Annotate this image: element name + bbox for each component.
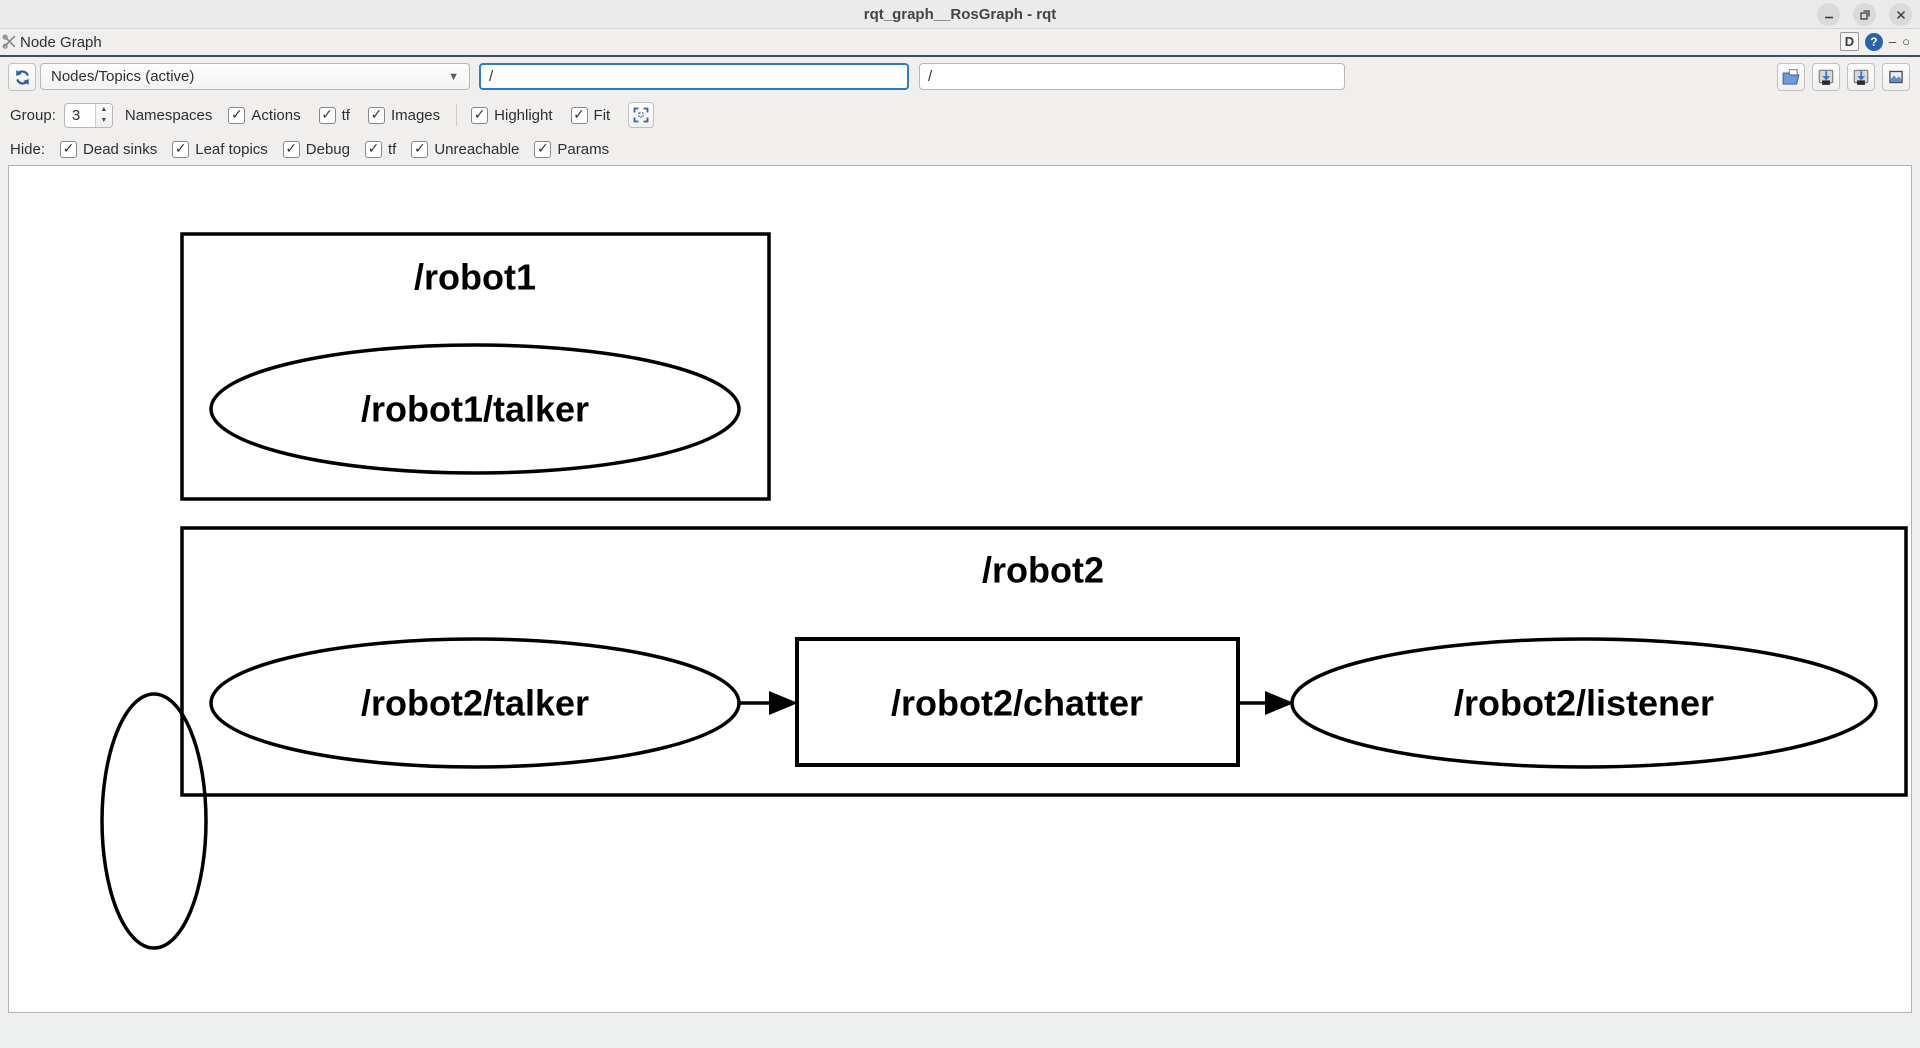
graph-cluster-robot2: /robot2 /robot2/talker /robot2/chatter /… xyxy=(180,526,1908,797)
graph-topic-robot2-chatter xyxy=(795,637,1240,767)
node-label-robot2-listener: /robot2/listener xyxy=(1454,683,1714,724)
graph-node-robot1-talker xyxy=(209,343,741,475)
checkbox-indicator xyxy=(172,140,190,158)
group-value: 3 xyxy=(71,106,81,124)
graph-edge-talker-chatter xyxy=(739,691,798,715)
cluster-label-robot2: /robot2 xyxy=(982,550,1104,591)
node-label-robot2-talker: /robot2/talker xyxy=(361,683,589,724)
checkbox-indicator xyxy=(367,106,385,124)
checkbox-indicator xyxy=(228,106,246,124)
minimize-icon xyxy=(1824,16,1833,18)
chevron-down-icon: ▼ xyxy=(448,70,459,83)
checkbox-debug[interactable]: Debug xyxy=(282,140,350,158)
toolbar-hide: Hide: Dead sinks Leaf topics Debug tf Un… xyxy=(0,133,1920,165)
checkbox-indicator xyxy=(318,106,336,124)
checkbox-actions[interactable]: Actions xyxy=(228,106,301,124)
checkbox-leaf-topics[interactable]: Leaf topics xyxy=(172,140,268,158)
dock-detach-button[interactable]: D xyxy=(1839,32,1859,51)
toolbar-separator xyxy=(456,104,458,126)
checkbox-params[interactable]: Params xyxy=(534,140,609,158)
node-filter-input[interactable] xyxy=(479,63,909,90)
refresh-icon xyxy=(15,69,29,85)
dock-title: Node Graph xyxy=(20,34,102,51)
topic-label-robot2-chatter: /robot2/chatter xyxy=(891,683,1143,724)
checkbox-hide-tf[interactable]: tf xyxy=(364,140,396,158)
checkbox-indicator xyxy=(60,140,78,158)
close-button[interactable] xyxy=(1889,3,1912,26)
group-spinner[interactable]: 3 ▲▼ xyxy=(63,102,113,128)
window-title: rqt_graph__RosGraph - rqt xyxy=(863,5,1057,23)
dock-close-button[interactable]: ○ xyxy=(1902,34,1910,49)
close-icon xyxy=(1896,10,1905,19)
open-folder-icon xyxy=(1782,69,1800,85)
save-image-icon xyxy=(1889,70,1903,84)
cluster-label-robot1: /robot1 xyxy=(414,257,536,298)
spinner-arrows-icon[interactable]: ▲▼ xyxy=(94,103,112,127)
arrowhead-icon xyxy=(769,691,798,715)
checkbox-dead-sinks[interactable]: Dead sinks xyxy=(60,140,157,158)
dock-titlebar[interactable]: Node Graph D ? – ○ xyxy=(0,30,1920,57)
dock-float-button[interactable]: – xyxy=(1888,34,1897,49)
checkbox-indicator xyxy=(411,140,429,158)
graph-canvas[interactable]: /robot1 /robot1/talker /robot2 /robot2/t… xyxy=(8,165,1912,1013)
titlebar[interactable]: rqt_graph__RosGraph - rqt xyxy=(0,0,1920,29)
save-dot-button[interactable] xyxy=(1812,63,1840,91)
checkbox-fit[interactable]: Fit xyxy=(570,106,610,124)
graph-node-unlabeled-ellipse xyxy=(100,692,208,950)
save-svg-button[interactable] xyxy=(1847,63,1875,91)
checkbox-indicator xyxy=(534,140,552,158)
graph-edge-chatter-listener xyxy=(1238,691,1294,715)
node-label-robot1-talker: /robot1/talker xyxy=(361,389,589,430)
arrowhead-icon xyxy=(1265,691,1294,715)
dock-help-button[interactable]: ? xyxy=(1864,32,1883,51)
save-image-button[interactable] xyxy=(1882,63,1910,91)
topic-filter-input[interactable] xyxy=(919,63,1345,90)
maximize-icon xyxy=(1859,9,1870,20)
group-label: Group: xyxy=(10,106,56,124)
checkbox-indicator xyxy=(364,140,382,158)
toolbar-main: Nodes/Topics (active) ▼ xyxy=(0,57,1920,97)
fit-in-view-button[interactable] xyxy=(628,102,655,128)
maximize-button[interactable] xyxy=(1853,3,1876,26)
namespaces-label[interactable]: Namespaces xyxy=(124,106,213,124)
minimize-button[interactable] xyxy=(1817,3,1840,26)
graph-type-select[interactable]: Nodes/Topics (active) ▼ xyxy=(40,63,470,90)
fit-in-view-icon xyxy=(633,107,649,123)
plugin-tools-icon xyxy=(2,34,16,49)
refresh-button[interactable] xyxy=(8,63,36,91)
hide-label: Hide: xyxy=(10,140,46,158)
checkbox-highlight[interactable]: Highlight xyxy=(471,106,553,124)
save-dot-icon xyxy=(1818,69,1834,85)
graph-type-selected: Nodes/Topics (active) xyxy=(51,68,195,85)
checkbox-tf[interactable]: tf xyxy=(318,106,350,124)
checkbox-indicator xyxy=(471,106,489,124)
checkbox-indicator xyxy=(570,106,588,124)
graph-cluster-robot1: /robot1 /robot1/talker xyxy=(180,232,771,501)
checkbox-images[interactable]: Images xyxy=(367,106,440,124)
checkbox-unreachable[interactable]: Unreachable xyxy=(411,140,519,158)
open-dot-button[interactable] xyxy=(1777,63,1805,91)
checkbox-indicator xyxy=(282,140,300,158)
save-svg-icon xyxy=(1853,69,1869,85)
toolbar-options: Group: 3 ▲▼ Namespaces Actions tf Images… xyxy=(0,97,1920,133)
